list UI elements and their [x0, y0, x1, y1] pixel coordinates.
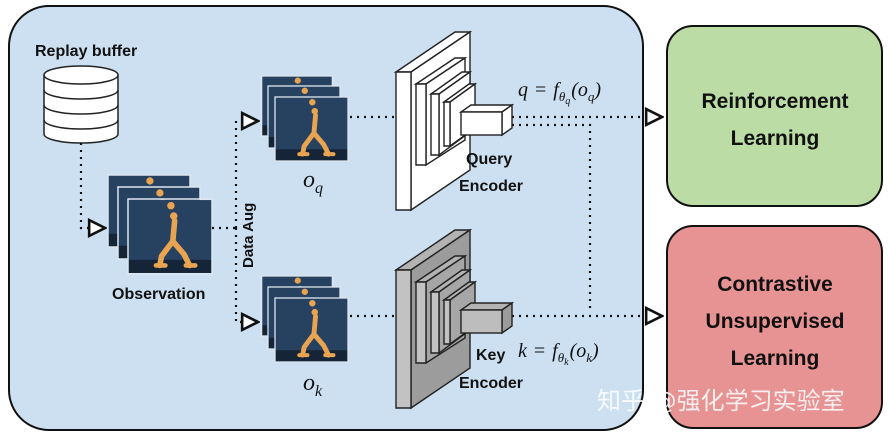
key-frames-image [260, 275, 349, 363]
replay-buffer-icon [43, 65, 119, 144]
k-formula: k=fθk(ok) [518, 340, 599, 368]
connectors [79, 117, 662, 322]
query-to-contrastive-drop [512, 123, 592, 312]
data-aug-label: Data Aug [240, 203, 257, 268]
oq-label: oq [303, 167, 323, 197]
key-encoder-label-1: Key [476, 347, 505, 364]
query-encoder-label-1: Query [466, 151, 512, 168]
rl-label-line1: Reinforcement [701, 90, 848, 113]
aug-to-query-arrow [234, 121, 258, 228]
key-encoder-label-2: Encoder [459, 375, 523, 392]
watermark: 知乎 @强化学习实验室 [597, 387, 845, 415]
query-encoder-label-2: Encoder [459, 178, 523, 195]
ok-label: ok [303, 370, 323, 400]
query-frames-image [260, 75, 349, 162]
observation-label: Observation [112, 286, 205, 303]
contrastive-box [666, 225, 883, 429]
contrastive-label-line2: Unsupervised [706, 310, 845, 333]
contrastive-label-line3: Learning [731, 347, 820, 370]
contrastive-label-line1: Contrastive [717, 273, 833, 296]
key-encoder-icon [393, 228, 515, 410]
rl-box [666, 25, 883, 207]
observation-image [107, 174, 213, 275]
q-formula: q=fθq(oq) [518, 79, 601, 107]
replay-to-observation-arrow [79, 143, 105, 228]
rl-label-line2: Learning [731, 127, 820, 150]
query-encoder-icon [393, 30, 515, 212]
replay-buffer-label: Replay buffer [35, 43, 137, 60]
